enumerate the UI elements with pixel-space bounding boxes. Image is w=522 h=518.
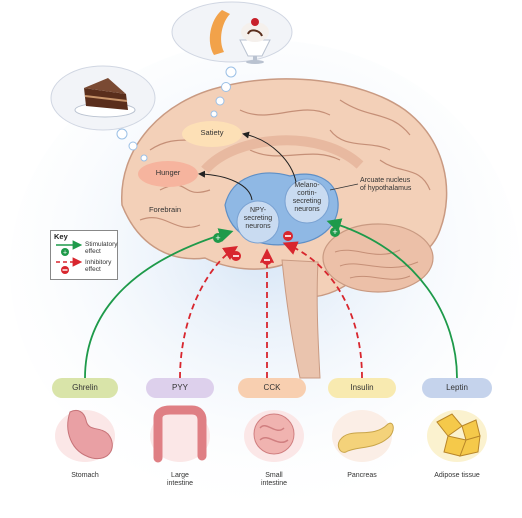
stimulatory-key-label: Stimulatory effect xyxy=(85,241,118,255)
melano-label-line: cortin- xyxy=(297,190,317,198)
pyy-pill: PYY xyxy=(146,378,214,398)
organ-label-small-intestine: Small intestine xyxy=(244,472,304,488)
key-label-line: effect xyxy=(85,248,101,256)
melano-label-line: Melano- xyxy=(294,182,320,189)
arcuate-leader-line xyxy=(329,183,359,191)
organ-label-pancreas: Pancreas xyxy=(332,472,392,480)
organ-label-line: Pancreas xyxy=(347,472,377,479)
cake-icon xyxy=(74,78,136,118)
key-title: Key xyxy=(54,232,68,241)
small-intestine-icon xyxy=(244,410,304,462)
organ-label-line: Small xyxy=(265,472,283,479)
key-swatches: + xyxy=(56,240,83,274)
npy-label-line: neurons xyxy=(245,223,271,231)
adipose-tissue-icon xyxy=(427,410,487,462)
cck-pill: CCK xyxy=(238,378,306,398)
organ-label-line: intestine xyxy=(166,480,194,488)
key-legend: Key + Stimulatory effect Inhibitory effe… xyxy=(50,230,118,280)
pyy-arrow xyxy=(179,246,238,379)
hunger-label: Hunger xyxy=(155,168,181,177)
key-label-line: effect xyxy=(85,266,101,274)
arcuate-label-line: Arcuate nucleus xyxy=(360,177,411,184)
plus-marker-ghrelin: + xyxy=(213,233,223,243)
npy-neurons-label: NPY- secreting neurons xyxy=(232,207,284,231)
melanocortin-neurons-label: Melano- cortin- secreting neurons xyxy=(282,182,332,214)
organ-label-line: Large xyxy=(171,472,189,479)
minus-marker-insulin xyxy=(283,231,293,241)
organ-label-adipose-tissue: Adipose tissue xyxy=(420,472,494,480)
leptin-arrow xyxy=(326,218,458,379)
organ-label-line: Adipose tissue xyxy=(434,472,480,479)
plus-icon xyxy=(61,248,69,256)
npy-label-line: NPY- xyxy=(249,207,267,214)
ghrelin-arrow xyxy=(84,228,234,379)
minus-marker-cck xyxy=(262,255,272,265)
npy-label-line: secreting xyxy=(243,215,273,223)
melano-label-line: neurons xyxy=(294,206,320,214)
organ-label-large-intestine: Large intestine xyxy=(150,472,210,488)
stomach-icon xyxy=(55,409,115,462)
organ-label-line: intestine xyxy=(260,480,288,488)
svg-text:+: + xyxy=(215,233,220,243)
satiety-label: Satiety xyxy=(200,128,224,137)
npy-to-hunger-arrow xyxy=(198,170,253,201)
forebrain-label: Forebrain xyxy=(148,205,182,214)
insulin-arrow xyxy=(282,241,363,379)
key-label-line: Stimulatory xyxy=(85,241,118,248)
minus-marker-pyy xyxy=(231,251,241,261)
large-intestine-icon xyxy=(150,405,210,463)
plus-marker-leptin: + xyxy=(330,227,340,237)
svg-text:+: + xyxy=(332,227,337,237)
organ-label-stomach: Stomach xyxy=(55,472,115,480)
leptin-pill: Leptin xyxy=(422,378,492,398)
hunger-node xyxy=(138,161,198,187)
svg-text:+: + xyxy=(63,250,67,257)
melano-to-satiety-arrow xyxy=(242,131,297,183)
arcuate-label-line: of hypothalamus xyxy=(360,185,412,193)
inhibitory-key-label: Inhibitory effect xyxy=(85,259,111,273)
organ-label-line: Stomach xyxy=(71,472,99,479)
satiety-node xyxy=(182,121,242,147)
melano-label-line: secreting xyxy=(292,198,322,206)
fruit-and-sundae-icon xyxy=(209,10,271,64)
arcuate-nucleus-label: Arcuate nucleus of hypothalamus xyxy=(360,177,424,193)
pancreas-icon xyxy=(332,410,394,462)
ghrelin-pill: Ghrelin xyxy=(52,378,118,398)
insulin-pill: Insulin xyxy=(328,378,396,398)
key-label-line: Inhibitory xyxy=(85,259,112,266)
